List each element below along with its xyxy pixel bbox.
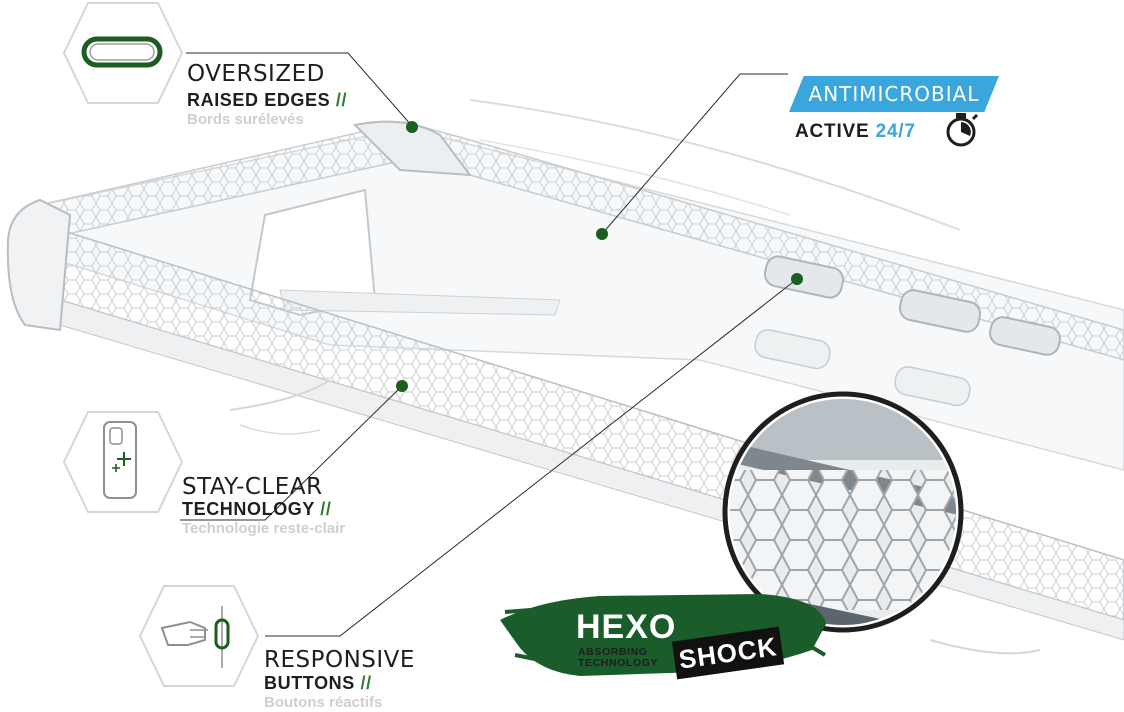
leader-dots xyxy=(396,121,803,392)
leader-stay-clear xyxy=(180,385,403,521)
raised-edges-slashes: // xyxy=(335,90,348,110)
corner-bumper xyxy=(6,198,72,332)
leader-responsive xyxy=(265,278,798,637)
logo-hexo: HEXO xyxy=(576,608,677,646)
side-button-1 xyxy=(763,255,845,299)
side-button-2 xyxy=(898,289,982,333)
dot-antimicrobial xyxy=(596,228,608,240)
raised-edges-subtitle: RAISED EDGES // xyxy=(187,90,347,111)
hexagon-frame-1 xyxy=(62,2,184,104)
responsive-french: Boutons réactifs xyxy=(264,694,383,711)
logo-line1: ABSORBING xyxy=(578,646,648,658)
side-button-3 xyxy=(989,316,1061,356)
responsive-slashes: // xyxy=(360,673,372,693)
leader-lines xyxy=(180,52,798,637)
antimicrobial-badge: ANTIMICROBIAL xyxy=(789,76,999,112)
zoom-detail xyxy=(722,391,964,633)
responsive-subtitle-text: BUTTONS xyxy=(264,673,355,693)
raised-edges-title: OVERSIZED xyxy=(187,61,325,87)
stay-clear-french: Technologie reste-clair xyxy=(182,520,346,537)
dot-stay-clear xyxy=(396,380,408,392)
responsive-subtitle: BUTTONS // xyxy=(264,673,372,694)
active-label: ACTIVE 24/7 xyxy=(795,121,916,143)
raised-edges-subtitle-text: RAISED EDGES xyxy=(187,90,331,110)
dot-responsive xyxy=(791,273,803,285)
stopwatch-icon xyxy=(946,113,979,147)
leader-raised-edges xyxy=(186,52,413,127)
dot-raised-edges xyxy=(406,121,418,133)
stay-clear-subtitle: TECHNOLOGY // xyxy=(182,499,332,520)
stay-clear-slashes: // xyxy=(320,499,332,519)
stay-clear-subtitle-text: TECHNOLOGY xyxy=(182,499,315,519)
bumper-icon xyxy=(81,36,163,68)
stay-clear-title: STAY-CLEAR xyxy=(182,474,323,500)
responsive-title: RESPONSIVE xyxy=(264,647,415,673)
hexagon-frame-3 xyxy=(138,585,260,687)
phone-case xyxy=(6,99,1124,655)
logo-tagline: ABSORBING TECHNOLOGY xyxy=(578,647,658,669)
phone-clear-icon xyxy=(103,421,137,499)
active-text: ACTIVE xyxy=(795,121,870,142)
leader-antimicrobial xyxy=(601,73,788,235)
active-hours: 24/7 xyxy=(875,121,916,142)
raised-edges-french: Bords surélevés xyxy=(187,111,304,128)
button-press-icon xyxy=(160,606,230,668)
logo-line2: TECHNOLOGY xyxy=(578,657,659,669)
